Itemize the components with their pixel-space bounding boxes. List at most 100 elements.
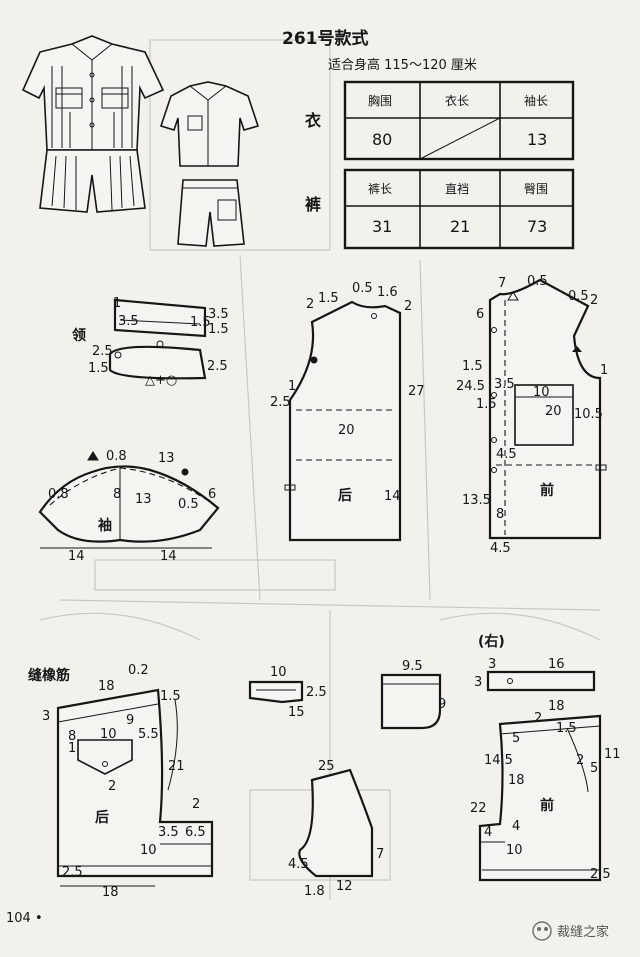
page-number: 104 • [6,911,43,926]
pants-front-dim-6: 18 [508,773,525,788]
right-band-pattern: (右) 3 16 3 [474,633,596,692]
pants-back-dim-8: 5.5 [138,727,159,742]
pants-back-dim-3: 1.5 [160,689,181,704]
pants-back-dim-2: 0.2 [128,663,149,678]
size-subtitle: 适合身高 115～120 厘米 [328,57,477,73]
collar-dim-8: 1.5 [190,315,211,330]
waistband-dim-1: 10 [270,665,287,680]
hip-pocket-pattern: 25 4.5 7 1.8 12 [288,759,384,899]
header-rise: 直裆 [445,182,469,196]
header-length: 衣长 [445,93,469,108]
right-band-dim-1: 3 [488,657,496,672]
collar-dim-2: 3.5 [118,314,139,329]
pants-front-dim-12: 4 [512,819,520,834]
sleeve-dim-2: 13 [158,451,175,466]
table-top-label: 衣 [305,111,321,130]
back-dim-1: 2 [306,297,314,312]
sleeve-pattern: 袖 0.8 13 0.8 8 13 6 0.5 14 14 [38,449,220,564]
pants-front-dim-7: 4 [484,825,492,840]
pants-back-dim-9: 1 [68,741,76,756]
pocket-dim-1: 9.5 [402,659,423,674]
front-dim-15: 8 [496,507,504,522]
pocket-dim-2: 9 [438,697,446,712]
back-dim-5: 2 [404,299,412,314]
right-band-dim-2: 16 [548,657,565,672]
pants-back-dim-13: 3.5 [158,825,179,840]
front-dim-7: 24.5 [456,379,485,394]
pants-back-dim-1: 18 [98,679,115,694]
front-dim-11: 20 [545,404,562,419]
collar-dim-4: 1.5 [208,322,229,337]
front-dim-16: 4.5 [490,541,511,556]
pants-front-pattern: 前 18 5 2 1.5 14.5 18 4 2 5 11 22 4 10 2.… [470,699,621,882]
sleeve-dim-9: 14 [160,549,177,564]
sleeve-dim-7: 0.5 [178,497,199,512]
logo-text: 裁缝之家 [557,924,609,940]
pants-back-dim-10: 2 [108,779,116,794]
header-chest: 胸围 [368,93,392,108]
waistband-dim-2: 2.5 [306,685,327,700]
front-dim-8: 1.5 [476,397,497,412]
collar-dim-7: 2.5 [207,359,228,374]
pants-front-dim-11: 22 [470,801,487,816]
collar-dim-5: 2.5 [92,344,113,359]
collar-pattern: 领 1 3.5 3.5 1.5 2.5 1.5 2.5 1.5 △+○ [72,296,229,388]
back-label: 后 [338,487,352,504]
style-title: 261号款式 [282,28,369,49]
background-ghost [39,39,601,900]
pants-back-dim-6: 10 [100,727,117,742]
waistband-piece: 10 2.5 15 [248,665,327,720]
front-dim-10: 10 [533,385,550,400]
table-bottom-label: 裤 [305,195,321,214]
pants-front-dim-3: 2 [534,711,542,726]
front-dim-4: 2 [590,293,598,308]
value-rise: 21 [450,217,470,236]
front-dim-12: 10.5 [574,407,603,422]
back-dim-4: 1.6 [377,285,398,300]
pants-front-label: 前 [540,797,554,814]
hip-pocket-dim-1: 25 [318,759,335,774]
pants-front-dim-13: 10 [506,843,523,858]
pants-back-pattern: 缝橡筋 后 18 0.2 1.5 3 8 10 9 5.5 1 2 21 2 3… [28,663,214,900]
value-hip: 73 [527,217,547,236]
back-dim-8: 2.5 [270,395,291,410]
hip-pocket-dim-3: 7 [376,847,384,862]
pants-front-dim-10: 11 [604,747,621,762]
front-dim-14: 13.5 [462,493,491,508]
sleeve-dim-8: 14 [68,549,85,564]
sleeve-dim-3: 0.8 [48,487,69,502]
back-dim-10: 14 [384,489,401,504]
pants-back-label: 后 [95,809,109,826]
back-dim-9: 20 [338,423,355,438]
collar-dim-1: 1 [113,296,121,311]
back-dim-6: 27 [408,384,425,399]
sleeve-dim-5: 13 [135,492,152,507]
front-dim-6: 1.5 [462,359,483,374]
pants-back-dim-15: 10 [140,843,157,858]
right-label: (右) [478,633,505,650]
value-chest: 80 [372,130,392,149]
pants-back-dim-12: 2 [192,797,200,812]
pants-front-dim-4: 1.5 [556,721,577,736]
collar-dim-3: 3.5 [208,307,229,322]
right-band-dim-3: 3 [474,675,482,690]
elastic-label: 缝橡筋 [28,667,70,684]
header-pant-length: 裤长 [368,182,392,196]
pants-front-dim-2: 5 [512,731,520,746]
size-table: 衣 胸围 衣长 袖长 80 13 裤 裤长 直裆 臀围 31 21 73 [305,80,575,250]
pants-back-dim-16: 2.5 [62,865,83,880]
front-dim-1: 7 [498,276,506,291]
hip-pocket-dim-4: 1.8 [304,884,325,899]
sleeve-dim-4: 8 [113,487,121,502]
waistband-dim-3: 15 [288,705,305,720]
pants-front-dim-9: 5 [590,761,598,776]
front-dim-3: 0.5 [568,289,589,304]
pants-back-dim-17: 18 [102,885,119,900]
collar-label: 领 [72,327,86,344]
pants-front-dim-1: 18 [548,699,565,714]
watermark-logo: 裁缝之家 [532,921,609,941]
front-dim-9: 3.5 [494,377,515,392]
sleeve-dim-6: 6 [208,487,216,502]
back-bodice-pattern: 后 2 1.5 0.5 1.6 2 27 1 2.5 20 14 [270,281,425,542]
hip-pocket-dim-2: 4.5 [288,857,309,872]
